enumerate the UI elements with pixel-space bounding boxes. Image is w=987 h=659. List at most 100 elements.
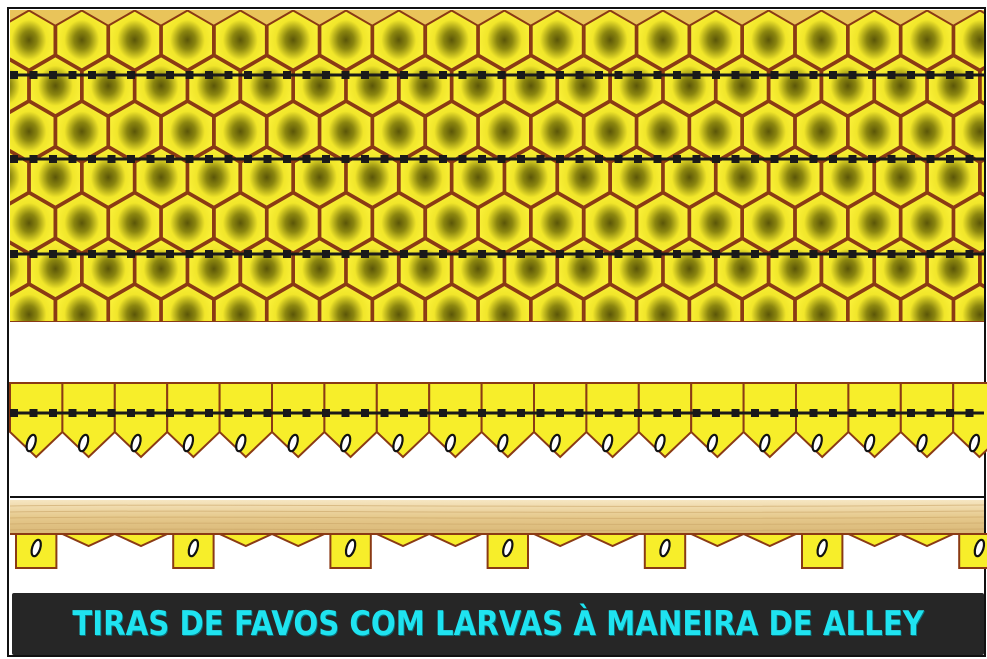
wire-bead <box>49 409 57 417</box>
wire-bead <box>770 71 779 79</box>
larva-icon <box>444 433 457 453</box>
larva-icon <box>759 433 771 453</box>
larva-icon <box>77 433 90 453</box>
comb-cell <box>530 283 584 322</box>
wire-bead <box>224 250 233 258</box>
wood-grain <box>9 504 985 531</box>
wire-bead <box>575 409 584 417</box>
wire-bead <box>322 71 330 79</box>
larva-icon <box>344 538 357 558</box>
comb-cell <box>768 55 822 117</box>
wire-bead <box>146 155 155 163</box>
wire-bead <box>692 250 701 258</box>
wire-bead <box>926 71 935 79</box>
wood-grain-line <box>9 510 985 513</box>
wire-bead <box>283 250 291 258</box>
wire-bead <box>263 155 272 163</box>
wire-bead <box>946 250 954 258</box>
wire-bead <box>205 71 213 79</box>
wire-bead <box>829 409 837 417</box>
wire-bead <box>341 409 350 417</box>
larva-icon <box>816 538 828 558</box>
wire-bead <box>419 71 428 79</box>
wire-bead <box>166 71 174 79</box>
larva-icon <box>811 433 823 453</box>
wire-bead <box>575 71 584 79</box>
comb-cell <box>636 100 690 163</box>
wire-bead <box>653 155 662 163</box>
wire-bead <box>400 71 408 79</box>
comb-cell <box>979 159 984 196</box>
wire-bead <box>341 250 350 258</box>
wire-bead <box>673 71 681 79</box>
comb-cell <box>0 285 2 344</box>
larva-icon <box>392 433 404 453</box>
wire-bead <box>10 155 18 163</box>
wire-bead <box>926 155 935 163</box>
wire-bead <box>673 409 681 417</box>
wire-bead <box>848 71 857 79</box>
wire-bead <box>926 250 935 258</box>
wire-bead <box>302 250 311 258</box>
wire-bead <box>751 71 759 79</box>
wire-bead <box>634 71 642 79</box>
comb-cell <box>398 55 452 117</box>
wire-bead <box>614 71 623 79</box>
wire-bead <box>848 155 857 163</box>
wire-bead <box>673 250 681 258</box>
comb-cell <box>319 283 373 322</box>
comb-cell <box>0 102 2 161</box>
wire-bead <box>692 155 701 163</box>
wire-bead <box>283 409 291 417</box>
wire-bead <box>361 250 369 258</box>
wire-bead <box>809 71 818 79</box>
comb-cell <box>847 10 901 71</box>
comb-cell <box>0 194 2 253</box>
wire-bead <box>770 250 779 258</box>
wire-bead <box>751 155 759 163</box>
wire-bead <box>107 250 116 258</box>
wire-bead <box>536 409 545 417</box>
wire-bead <box>439 409 447 417</box>
wire-bead <box>283 71 291 79</box>
wire-bead <box>127 250 135 258</box>
caption-text: TIRAS DE FAVOS COM LARVAS À MANEIRA DE A… <box>72 604 924 644</box>
wire-bead <box>634 155 642 163</box>
wire-bead <box>361 71 369 79</box>
strip-cell <box>690 382 745 459</box>
wire-bead <box>536 71 545 79</box>
comb-cell <box>372 10 426 71</box>
comb-cell <box>794 100 848 163</box>
wire-bead <box>517 71 525 79</box>
wire-bead <box>692 409 701 417</box>
wire-bead <box>653 71 662 79</box>
larva-icon <box>654 433 666 453</box>
comb-panel <box>0 10 984 344</box>
wire-bead <box>244 409 252 417</box>
wire-bead <box>731 250 740 258</box>
wire-bead <box>575 155 584 163</box>
wire-bead <box>283 155 291 163</box>
strip-cell <box>480 382 535 459</box>
strip-wire <box>10 409 984 417</box>
strip-cell <box>847 382 902 459</box>
wire-bead <box>127 155 135 163</box>
wire-bead <box>68 250 77 258</box>
larva-icon <box>30 538 42 558</box>
comb-wires <box>10 71 984 258</box>
comb-cell <box>108 10 162 71</box>
wire-bead <box>770 155 779 163</box>
comb-cell <box>55 10 109 71</box>
wire-bead <box>731 409 740 417</box>
larva-icon <box>973 538 986 558</box>
bar-cells <box>10 533 987 569</box>
wire-bead <box>907 409 915 417</box>
larva-icon <box>916 433 928 453</box>
strip-cell <box>637 382 693 459</box>
wire-bead <box>829 71 837 79</box>
wire-bead <box>185 409 194 417</box>
wire-bead <box>907 155 915 163</box>
comb-cell <box>213 100 267 163</box>
wire-bead <box>400 155 408 163</box>
wire-bead <box>263 250 272 258</box>
